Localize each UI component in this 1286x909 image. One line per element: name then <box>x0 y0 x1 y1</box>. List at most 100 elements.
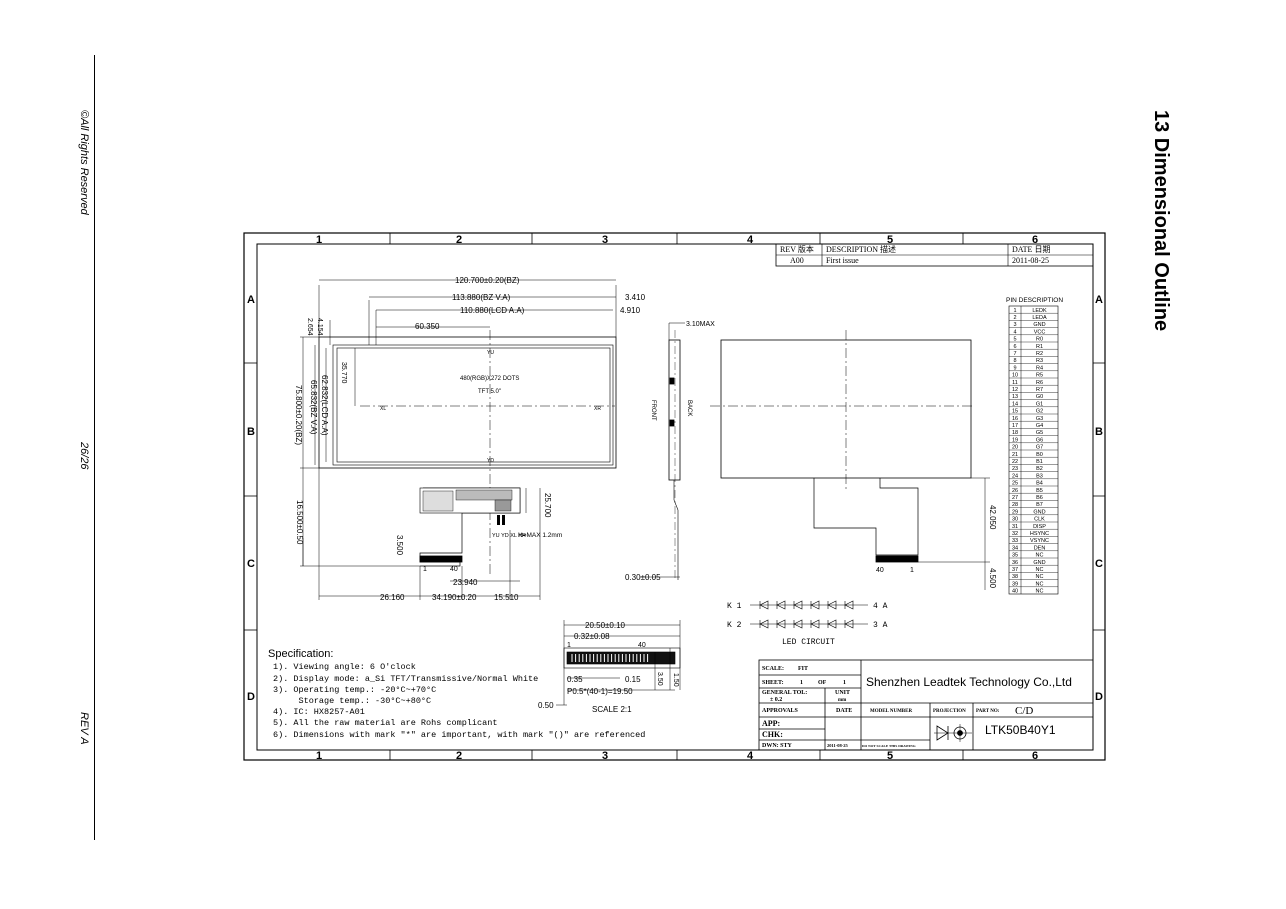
pin-signal: NC <box>1036 589 1044 595</box>
led-a3: 3 A <box>873 621 888 630</box>
pin-number: 8 <box>1013 358 1016 364</box>
back-label: BACK <box>686 400 692 416</box>
pin-signal: NC <box>1036 553 1044 559</box>
dim-25700: 25.700 <box>543 493 552 518</box>
led-diode-icon <box>844 619 854 629</box>
fpc-detail-text: 20.50±0.10 0.32±0.08 40 1 0.35 0.15 P0.5… <box>538 621 679 714</box>
led-diode-icon <box>759 600 769 610</box>
tb-part-no: PART NO: <box>976 709 1000 714</box>
spec-item-5: 5). All the raw material are Rohs compli… <box>273 718 497 728</box>
front-label: FRONT <box>650 400 656 421</box>
pin-signal: DISP <box>1033 524 1046 530</box>
xr-label: XR <box>594 406 601 412</box>
pin-signal: B2 <box>1036 466 1043 472</box>
grid-col-label-top: 2 <box>456 234 462 246</box>
fpc-detail-pin1: 1 <box>567 642 571 649</box>
spec-item-2: 2). Display mode: a_Si TFT/Transmissive/… <box>273 674 538 684</box>
grid-row-label-right: C <box>1095 558 1103 570</box>
tb-general-tol: GENERAL TOL: <box>762 690 807 696</box>
date-value: 2011-08-25 <box>1012 256 1049 265</box>
pin-number: 31 <box>1012 524 1018 530</box>
pin-signal: NC <box>1036 574 1044 580</box>
title-block-text: SCALE: FIT SHEET: 1 OF 1 GENERAL TOL: ± … <box>762 666 1033 749</box>
tb-part-value: C/D <box>1015 705 1033 717</box>
page-margin-line <box>94 55 95 840</box>
side-view <box>640 322 685 580</box>
pin-signal: B7 <box>1036 502 1043 508</box>
grid-row-label-left: C <box>247 558 255 570</box>
yu-label: YU <box>487 350 494 356</box>
tb-model-number: MODEL NUMBER <box>870 709 912 714</box>
dim-4500: 4.500 <box>988 568 997 589</box>
pin-number: 17 <box>1012 423 1018 429</box>
pin-signal: R0 <box>1036 337 1043 343</box>
dim-bz-va: 113.880(BZ V.A) <box>452 293 511 302</box>
pin-signal: GND <box>1033 322 1045 328</box>
pin-signal: DEN <box>1034 545 1046 551</box>
dim-16500: 16.500±0.50 <box>295 500 304 545</box>
pin-signal: G2 <box>1036 409 1043 415</box>
dim-lcd-aa: 110.880(LCD A.A) <box>460 306 525 315</box>
pin-number: 7 <box>1013 351 1016 357</box>
tb-of-label: OF <box>818 680 827 686</box>
led-diode-icon <box>810 600 820 610</box>
led-circuit: K 1 K 2 4 A 3 A LED CIRCUIT <box>727 600 888 647</box>
back-pin1: 1 <box>910 567 914 574</box>
spec-item-3b: Storage temp.: -30°C~+80°C <box>273 696 431 706</box>
grid-col-label-bottom: 2 <box>456 750 462 762</box>
spec-item-6: 6). Dimensions with mark "*" are importa… <box>273 730 645 740</box>
pin-number: 16 <box>1012 416 1018 422</box>
dim-3500: 3.500 <box>395 535 404 556</box>
pin-number: 36 <box>1012 560 1018 566</box>
pin-number: 37 <box>1012 567 1018 573</box>
pin-signal: R3 <box>1036 358 1043 364</box>
desc-value: First issue <box>826 256 859 265</box>
pin-number: 2 <box>1013 315 1016 321</box>
led-diode-icon <box>844 600 854 610</box>
resolution-label: 480(RGB)X272 DOTS <box>460 376 519 382</box>
pin-signal: B6 <box>1036 495 1043 501</box>
rev-value: A00 <box>790 256 804 265</box>
dim-0-15: 0.15 <box>625 675 641 684</box>
led-diode-icon <box>827 619 837 629</box>
pin-number: 15 <box>1012 409 1018 415</box>
pin-number: 11 <box>1012 380 1018 386</box>
pin-signal: R2 <box>1036 351 1043 357</box>
back-view <box>710 330 990 590</box>
back-pin40: 40 <box>876 567 884 574</box>
pin-signal: LEDA <box>1032 315 1047 321</box>
dim-4154: 4.154 <box>316 318 323 336</box>
dim-23940: 23.940 <box>453 578 478 587</box>
pin-signal: LEDK <box>1032 308 1047 314</box>
tb-scale-label: SCALE: <box>762 666 784 672</box>
pin-signal: R5 <box>1036 373 1043 379</box>
led-a4: 4 A <box>873 602 888 611</box>
led-k1: K 1 <box>727 602 742 611</box>
led-diode-icon <box>776 619 786 629</box>
pin-number: 13 <box>1012 394 1018 400</box>
tb-sheet-value: 1 <box>800 680 803 686</box>
tb-dwn-date: 2011-08-25 <box>827 743 848 748</box>
pin-number: 6 <box>1013 344 1016 350</box>
grid-col-label-top: 4 <box>747 234 754 246</box>
pin-number: 9 <box>1013 365 1016 371</box>
outer-frame <box>243 232 1106 761</box>
pin-number: 18 <box>1012 430 1018 436</box>
tb-tol-value: ± 0.2 <box>770 697 782 703</box>
pin-number: 40 <box>1012 589 1018 595</box>
grid-col-label-top: 1 <box>316 234 322 246</box>
pin-number: 19 <box>1012 437 1018 443</box>
pin-number: 28 <box>1012 502 1018 508</box>
dim-42050: 42.050 <box>988 505 997 530</box>
led-diode-icon <box>776 600 786 610</box>
bezel-outline <box>318 336 617 469</box>
dim-4910: 4.910 <box>620 306 641 315</box>
pin-signal: G6 <box>1036 437 1043 443</box>
projection-symbol-icon <box>934 724 972 742</box>
pin-number: 1 <box>1013 308 1016 314</box>
spec-item-1: 1). Viewing angle: 6 O'clock <box>273 662 416 672</box>
grid-row-label-left: A <box>247 294 255 306</box>
tb-unit-label: UNIT <box>835 690 850 696</box>
pin-signal: CLK <box>1034 517 1045 523</box>
